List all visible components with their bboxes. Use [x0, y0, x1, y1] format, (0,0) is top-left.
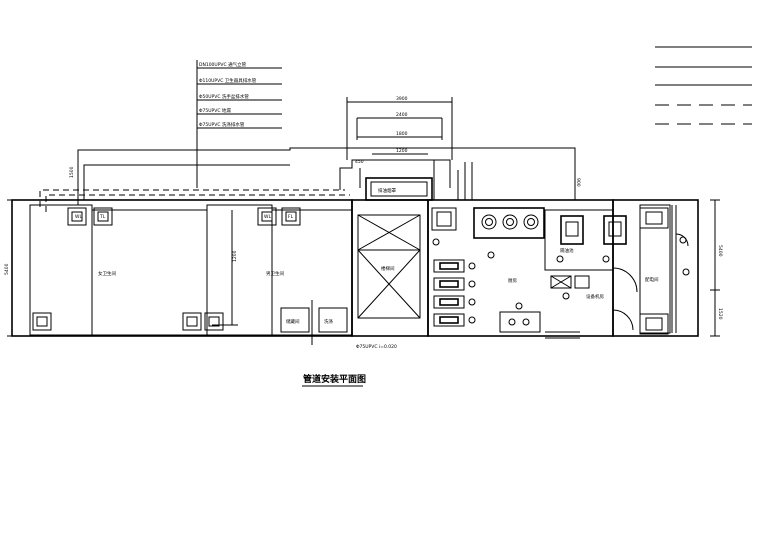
top-dimension-lines: 3900 2400 1800 1200	[346, 96, 453, 160]
main-pipe-runs: 1500 900 450	[39, 147, 581, 212]
dim-mid: 450	[355, 159, 364, 165]
building-walls	[11, 199, 699, 337]
dim-top-4: 1200	[396, 148, 408, 154]
hood-box: 排油烟罩	[365, 177, 433, 201]
code-wl-2: WL	[264, 214, 271, 220]
store-room-label: 储藏间	[286, 318, 300, 325]
dim-vertical-b: 900	[575, 178, 581, 187]
equipment-room-label: 设备机房	[586, 293, 604, 300]
bottom-pipe-note: Φ75UPVC i=0.020	[356, 344, 397, 350]
pipe-legend-item-5: Φ75UPVC 洗涤排水管	[199, 121, 245, 128]
pipe-legend-item-2: Φ110UPVC 卫生器具排水管	[199, 77, 257, 84]
dim-top-2: 2400	[396, 112, 408, 118]
drain-label: 隔油池	[560, 247, 574, 254]
dim-vertical-c: 1200	[232, 250, 238, 262]
stair-label: 楼梯间	[381, 265, 395, 272]
pipe-legend-item-4: Φ75UPVC 地漏	[199, 107, 231, 114]
wash-basin	[499, 311, 580, 339]
code-wl-1: WL	[75, 214, 82, 220]
side-dimensions: 5400 5400 1520	[4, 199, 723, 337]
kitchen-tanks	[473, 207, 545, 239]
sink-fixtures	[432, 238, 523, 327]
code-tl-1: TL	[99, 214, 106, 220]
pipe-legend-item-1: DN100UPVC 通气立管	[199, 61, 247, 68]
wet-area-label: 洗涤	[324, 318, 333, 325]
sink-room-label: 厨房	[508, 277, 517, 284]
hood-label: 排油烟罩	[378, 187, 396, 194]
dim-left-height: 5400	[4, 263, 10, 275]
line-type-legend	[655, 46, 752, 125]
code-fl-1: FL	[288, 214, 294, 220]
dim-right-height-top: 5400	[717, 245, 723, 257]
pipe-legend-item-3: Φ50UPVC 洗手盆排水管	[199, 93, 249, 100]
drop-lines: 1200	[212, 210, 313, 345]
middle-room-label: 男卫生间	[266, 270, 284, 277]
dim-top-1: 3900	[396, 96, 408, 102]
fixture-boxes: WL TL WL FL	[32, 207, 669, 335]
dim-top-3: 1800	[396, 131, 408, 137]
drawing-title: 管道安装平面图	[303, 373, 366, 385]
right-room-label: 配电间	[645, 276, 659, 283]
dim-right-height-bottom: 1520	[717, 308, 723, 320]
pipe-legend-block: DN100UPVC 通气立管 Φ110UPVC 卫生器具排水管 Φ50UPVC …	[196, 60, 282, 188]
dim-vertical-a: 1500	[69, 166, 75, 178]
left-room-label: 女卫生间	[98, 270, 116, 277]
stair-well: 楼梯间	[357, 214, 421, 319]
doors	[612, 233, 690, 336]
equipment-units: 隔油池	[550, 215, 627, 300]
